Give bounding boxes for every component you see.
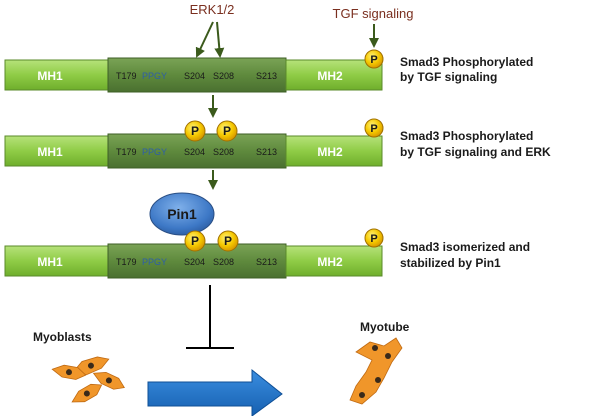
s213-label: S213 <box>256 257 277 267</box>
ppgy-label: PPGY <box>142 147 167 157</box>
mh2-domain <box>285 245 383 277</box>
pin1-enzyme: Pin1 <box>149 192 215 236</box>
s204-label: S204 <box>184 71 205 81</box>
svg-text:P: P <box>370 54 377 66</box>
mh2-domain <box>285 59 383 91</box>
phospho-s204: P <box>184 120 206 142</box>
inhibition-bar <box>186 285 234 349</box>
myoblast-cell <box>72 356 110 376</box>
mh1-label: MH1 <box>37 69 63 83</box>
smad3-row-1: MH1 T179 PPGY S204 S208 S213 MH2 P <box>4 49 384 93</box>
mh2-label: MH2 <box>317 255 343 269</box>
linker-domain <box>107 57 287 93</box>
erk-arrow-s208 <box>214 21 225 58</box>
smad3-row-2: MH1 T179 PPGY S204 S208 S213 MH2 P P P <box>4 118 384 169</box>
t179-label: T179 <box>116 71 137 81</box>
erk-label: ERK1/2 <box>190 2 235 17</box>
myoblast-cell <box>51 364 87 380</box>
myotube-label: Myotube <box>360 320 410 334</box>
row-2-caption-line-1: Smad3 Phosphorylated <box>400 129 533 143</box>
svg-text:P: P <box>370 123 377 135</box>
myotube-cell <box>349 337 403 405</box>
svg-text:P: P <box>191 234 199 248</box>
myoblast-cell <box>92 372 125 390</box>
ppgy-label: PPGY <box>142 71 167 81</box>
mh1-label: MH1 <box>37 145 63 159</box>
svg-text:P: P <box>223 124 231 138</box>
s213-label: S213 <box>256 147 277 157</box>
mh1-label: MH1 <box>37 255 63 269</box>
phospho-s208: P <box>216 120 238 142</box>
myoblast-cells <box>51 356 125 403</box>
row-1-caption-line-1: Smad3 Phosphorylated <box>400 55 533 69</box>
ppgy-label: PPGY <box>142 257 167 267</box>
svg-text:P: P <box>370 233 377 245</box>
s208-label: S208 <box>213 257 234 267</box>
mh2-label: MH2 <box>317 145 343 159</box>
phospho-s208: P <box>217 230 239 252</box>
svg-text:P: P <box>224 234 232 248</box>
s208-label: S208 <box>213 71 234 81</box>
phospho-mh2: P <box>364 228 384 248</box>
smad3-row-3: MH1 T179 PPGY S204 S208 S213 MH2 Pin1 P … <box>4 192 384 279</box>
row-3-caption-line-2: stabilized by Pin1 <box>400 256 501 270</box>
phospho-mh2: P <box>364 118 384 138</box>
erk-arrow-s204 <box>195 21 214 58</box>
differentiation-arrow <box>147 368 283 416</box>
mh2-label: MH2 <box>317 69 343 83</box>
tgf-label: TGF signaling <box>333 6 414 21</box>
myoblast-cell <box>71 383 103 403</box>
row-3-caption-line-1: Smad3 isomerized and <box>400 240 530 254</box>
mh1-domain <box>4 245 109 277</box>
t179-label: T179 <box>116 257 137 267</box>
s204-label: S204 <box>184 257 205 267</box>
row-1-caption-line-2: by TGF signaling <box>400 70 497 84</box>
phospho-mh2: P <box>364 49 384 69</box>
t179-label: T179 <box>116 147 137 157</box>
myoblasts-label: Myoblasts <box>33 330 92 344</box>
s204-label: S204 <box>184 147 205 157</box>
row-2-caption-line-2: by TGF signaling and ERK <box>400 145 551 159</box>
phospho-s204: P <box>184 230 206 252</box>
s213-label: S213 <box>256 71 277 81</box>
mh2-domain <box>285 135 383 167</box>
pin1-label: Pin1 <box>167 206 197 222</box>
s208-label: S208 <box>213 147 234 157</box>
svg-text:P: P <box>191 124 199 138</box>
